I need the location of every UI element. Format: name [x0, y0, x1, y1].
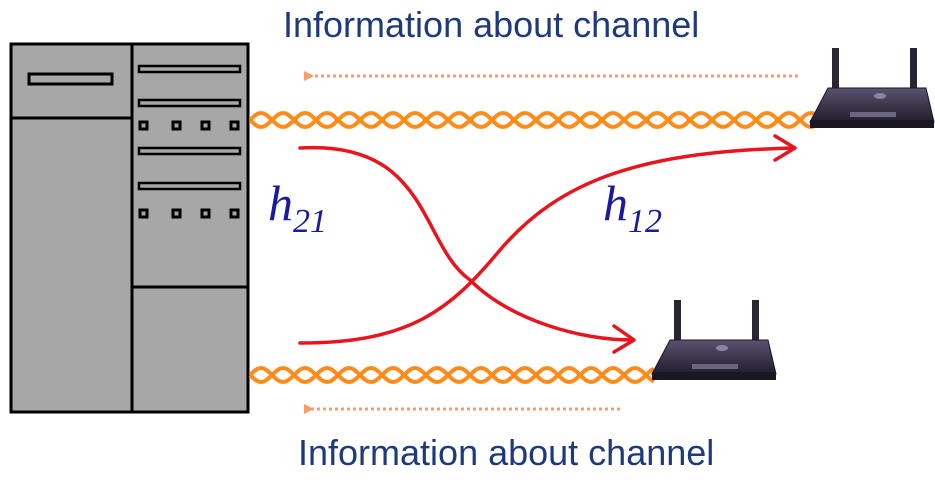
channel-h12-path [298, 134, 797, 345]
channel-h21-label: h21 [268, 178, 327, 239]
drive-slot [27, 72, 114, 86]
wireless-router-icon [651, 300, 777, 380]
status-leds-lower [138, 208, 240, 219]
channel-h21-path [298, 145, 636, 354]
bottom-feedback-label: Information about channel [298, 432, 715, 473]
cable-top [248, 111, 815, 129]
h21-subscript: 21 [293, 203, 327, 240]
h21-base: h [268, 175, 293, 231]
top-feedback-label: Information about channel [283, 4, 700, 45]
channel-h12-label: h12 [603, 178, 662, 239]
h12-subscript: 12 [628, 203, 662, 240]
h12-base: h [603, 175, 628, 231]
wireless-router-icon [809, 48, 935, 128]
cable-bottom [248, 366, 655, 384]
status-leds-upper [138, 120, 240, 131]
server-rack-icon [9, 42, 250, 414]
